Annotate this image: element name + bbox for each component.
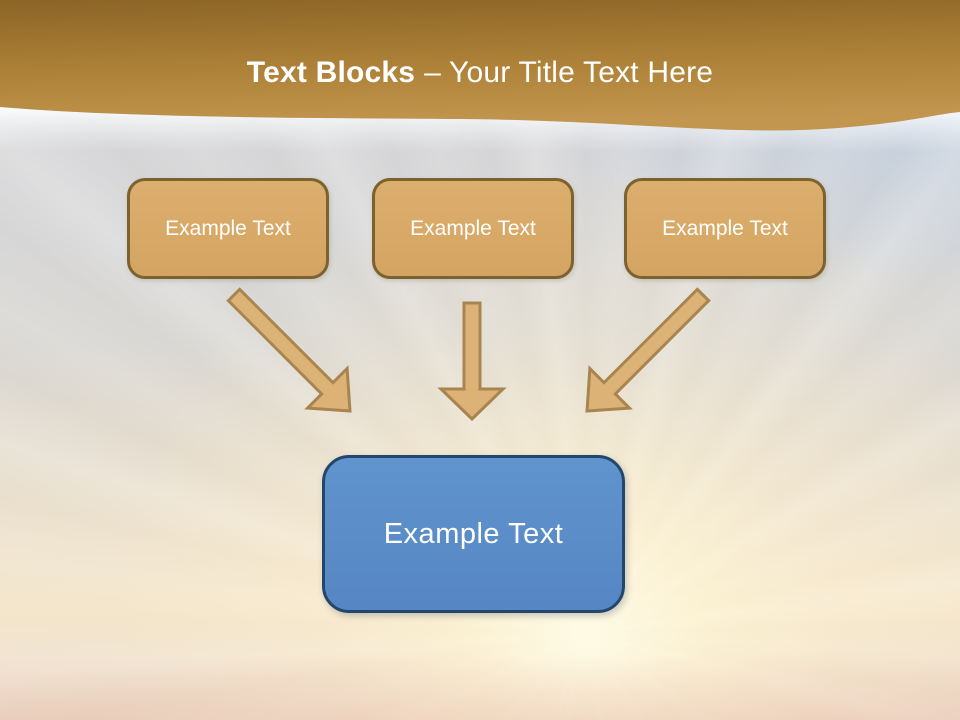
text-block-3: Example Text — [624, 178, 826, 279]
result-text-block-label: Example Text — [383, 517, 564, 550]
arrow-down-left-icon — [585, 287, 711, 413]
arrow-down-icon — [437, 301, 507, 422]
slide-title-bold: Text Blocks — [246, 56, 416, 89]
text-block-1-label: Example Text — [165, 216, 291, 240]
slide-title: Text Blocks– Your Title Text Here — [0, 54, 960, 92]
text-block-1: Example Text — [127, 178, 329, 279]
slide-title-regular: – Your Title Text Here — [424, 56, 714, 89]
text-block-3-label: Example Text — [662, 216, 788, 240]
arrow-down-right-icon — [226, 287, 352, 413]
header-band — [0, 0, 960, 152]
header-wave-highlight — [0, 107, 960, 152]
result-text-block: Example Text — [322, 455, 625, 613]
header-gold-band — [0, 0, 960, 131]
text-block-2: Example Text — [372, 178, 574, 279]
text-block-2-label: Example Text — [410, 216, 536, 240]
